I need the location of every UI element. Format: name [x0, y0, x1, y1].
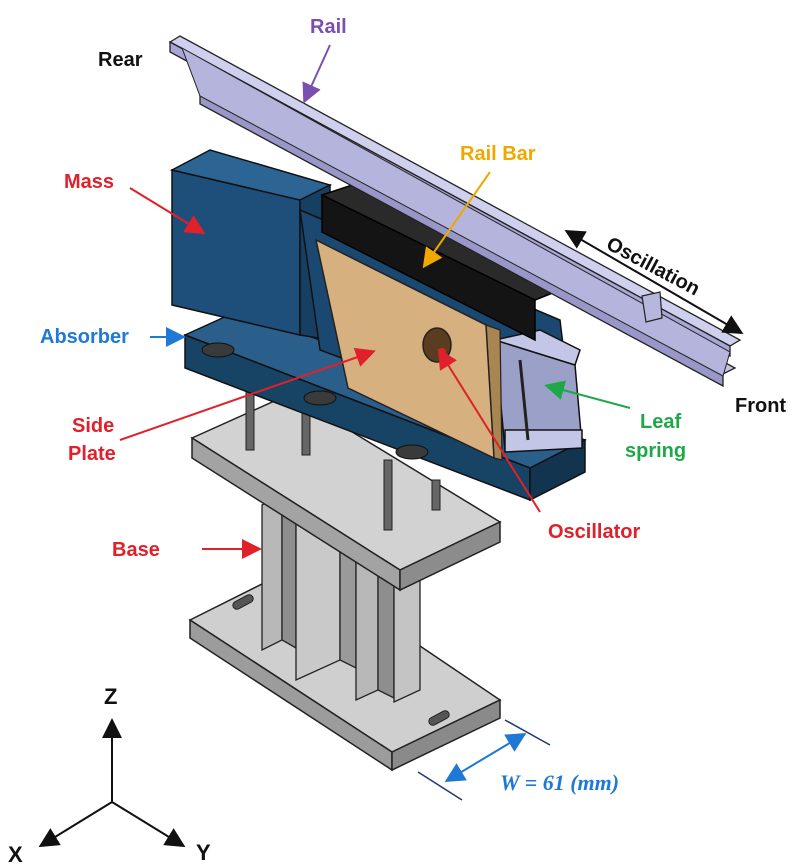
base-assembly	[188, 379, 502, 772]
dimension-arrow	[444, 732, 527, 783]
x-axis-label: X	[8, 842, 23, 864]
base-top-plate-side	[399, 520, 501, 592]
absorber-cylinder-3	[395, 444, 429, 460]
dimension-extension-2	[417, 771, 463, 801]
x-axis	[38, 801, 113, 848]
side-plate-assembly	[314, 238, 503, 461]
dimension-extension-1	[504, 719, 551, 746]
base-web-1	[261, 493, 283, 652]
mass-arrow	[129, 187, 206, 235]
side-plate-face	[314, 238, 495, 460]
rail-bar-label: Rail Bar	[460, 143, 536, 165]
base-label: Base	[112, 539, 160, 561]
oscillator-label: Oscillator	[548, 521, 640, 543]
z-axis-label: Z	[104, 684, 117, 709]
side-plate-label-line1: Side	[72, 415, 114, 437]
side-plate-arrow	[119, 347, 376, 441]
y-axis	[111, 801, 186, 848]
y-axis-label: Y	[196, 840, 211, 864]
leaf-spring-label-line1: Leaf	[640, 411, 681, 433]
oscillator-arrow	[437, 348, 541, 513]
base-slot-left	[232, 594, 254, 610]
rail-end-bracket	[641, 291, 663, 323]
width-dimension: W = 61 (mm)	[417, 719, 619, 801]
absorber-cylinder-2	[303, 390, 337, 406]
mass-label: Mass	[64, 171, 114, 193]
absorber-label: Absorber	[40, 326, 129, 348]
front-label: Front	[735, 395, 786, 417]
support-rod-3	[383, 459, 393, 531]
oscillation-arrow	[564, 229, 744, 335]
rail-arrow	[302, 44, 331, 104]
leaf-spring-label-line2: spring	[625, 440, 686, 462]
rail-label: Rail	[310, 16, 347, 38]
leaf-spring-cap-bottom	[504, 429, 583, 453]
support-rod-4	[431, 479, 441, 511]
annotation-arrows	[119, 44, 744, 559]
width-dimension-label: W = 61 (mm)	[500, 770, 619, 795]
absorber-cylinder-1	[201, 342, 235, 358]
rail-bar-arrow	[422, 171, 491, 269]
oscillator-hole	[422, 327, 452, 363]
leaf-spring-arrow	[544, 380, 631, 409]
coordinate-axes: Z X Y	[8, 684, 211, 864]
leaf-spring-blade	[518, 359, 530, 441]
side-plate-label-line2: Plate	[68, 443, 116, 465]
base-slot-right	[428, 710, 450, 726]
rear-label: Rear	[98, 49, 143, 71]
